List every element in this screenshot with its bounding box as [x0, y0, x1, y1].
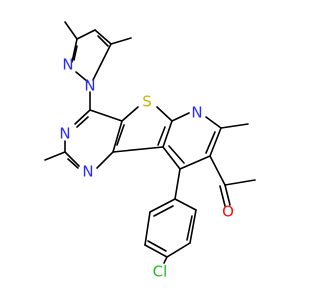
molecule-canvas: N N N N S N O Cl — [44, 21, 256, 281]
bond — [144, 244, 168, 258]
bond — [89, 109, 123, 122]
bond — [121, 106, 139, 122]
bond — [96, 151, 114, 169]
bond — [166, 242, 191, 258]
bond — [163, 256, 168, 264]
bond — [189, 209, 197, 244]
bond — [168, 145, 185, 164]
bond — [153, 205, 174, 217]
bond — [112, 146, 164, 153]
bond — [76, 116, 89, 128]
bond — [205, 116, 222, 129]
atom-label-layer: N N N N S N O Cl — [59, 56, 234, 281]
bond — [224, 184, 231, 206]
nitrogen-atom-label: N — [84, 77, 95, 95]
bond — [149, 198, 176, 213]
bond — [64, 21, 78, 40]
bond — [144, 211, 151, 246]
bond — [209, 155, 226, 186]
bond — [156, 106, 173, 122]
bond — [162, 146, 181, 170]
oxygen-atom-label: O — [222, 203, 234, 221]
nitrogen-atom-label: N — [59, 125, 70, 143]
bond — [44, 151, 66, 161]
bond — [97, 35, 109, 47]
bond — [157, 126, 166, 146]
bond — [171, 112, 190, 122]
bond — [116, 124, 125, 146]
nitrogen-atom-label: N — [62, 56, 73, 74]
chemical-structure-drawing: N N N N S N O Cl — [44, 21, 256, 281]
bond — [174, 198, 197, 211]
bond — [112, 120, 123, 153]
bond — [76, 29, 96, 40]
bond — [162, 120, 173, 148]
bond — [64, 151, 80, 167]
bond — [71, 38, 78, 63]
bond — [219, 185, 226, 207]
bond — [174, 168, 181, 200]
bond — [224, 179, 256, 186]
bond-layer — [44, 21, 256, 264]
bond — [67, 158, 79, 169]
bond — [92, 63, 102, 81]
bond — [73, 45, 78, 61]
bond — [110, 37, 132, 45]
chlorine-atom-label: Cl — [153, 263, 168, 281]
sulfur-atom-label: S — [142, 93, 152, 111]
nitrogen-atom-label: N — [191, 104, 202, 122]
bond — [100, 43, 112, 65]
bond — [186, 215, 193, 241]
bond — [94, 29, 112, 45]
bond — [74, 109, 91, 125]
bond — [179, 155, 211, 170]
bond — [205, 131, 216, 154]
bond — [220, 123, 249, 129]
bond — [75, 71, 89, 83]
nitrogen-atom-label: N — [82, 163, 93, 181]
bond — [209, 127, 222, 157]
bond — [147, 240, 167, 252]
